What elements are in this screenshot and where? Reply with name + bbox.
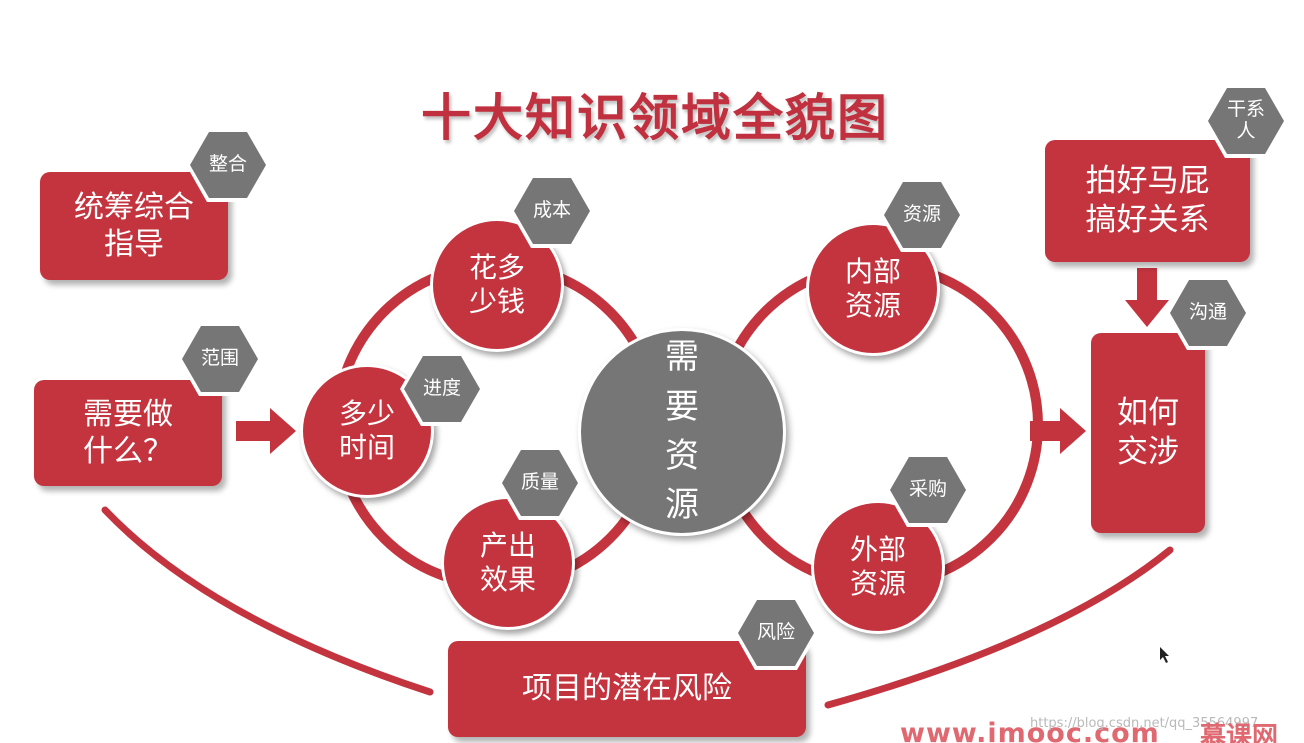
arrow-right-icon bbox=[236, 408, 296, 454]
footer-url[interactable]: www.imooc.com bbox=[900, 718, 1160, 743]
quality-tag: 质量 bbox=[498, 446, 582, 520]
scope-label: 需要做 什么？ bbox=[83, 396, 173, 470]
center-char: 源 bbox=[665, 485, 699, 526]
integration-tag-label: 整合 bbox=[190, 132, 266, 198]
integration-label: 统筹综合 指导 bbox=[74, 189, 194, 263]
procurement-label: 外部 资源 bbox=[849, 533, 906, 600]
stakeholders-tag-label: 干系 人 bbox=[1208, 88, 1284, 154]
resources-circle: 内部 资源 bbox=[806, 222, 940, 356]
arrow-right-icon bbox=[1030, 408, 1086, 454]
watermark: https://blog.csdn.net/qq_35564997 bbox=[1030, 716, 1259, 731]
quality-label: 产出 效果 bbox=[479, 529, 536, 596]
scope-tag-label: 范围 bbox=[182, 326, 258, 392]
risk-tag-label: 风险 bbox=[738, 600, 814, 666]
procurement-tag-label: 采购 bbox=[890, 457, 966, 523]
risk-box: 项目的潜在风险 bbox=[448, 641, 806, 737]
quality-tag-label: 质量 bbox=[502, 450, 578, 516]
communication-label: 如何 交涉 bbox=[1117, 395, 1179, 470]
center-circle: 需 要 资 源 bbox=[578, 328, 786, 536]
center-char: 要 bbox=[665, 386, 699, 427]
scope-tag: 范围 bbox=[178, 322, 262, 396]
resources-tag-label: 资源 bbox=[884, 182, 960, 248]
cursor-icon bbox=[1160, 647, 1169, 663]
communication-tag: 沟通 bbox=[1166, 276, 1250, 350]
scope-box: 需要做 什么？ bbox=[34, 380, 222, 486]
cost-circle: 花多 少钱 bbox=[430, 218, 564, 352]
schedule-label: 多少 时间 bbox=[338, 397, 395, 464]
risk-tag: 风险 bbox=[734, 596, 818, 670]
arrow-down-icon bbox=[1125, 268, 1169, 327]
center-char: 资 bbox=[665, 436, 699, 476]
page-title: 十大知识领域全貌图 bbox=[421, 89, 889, 147]
schedule-tag: 进度 bbox=[400, 352, 484, 426]
stakeholders-label: 拍好马屁 搞好关系 bbox=[1085, 163, 1210, 238]
communication-tag-label: 沟通 bbox=[1170, 280, 1246, 346]
schedule-circle: 多少 时间 bbox=[300, 364, 434, 498]
center-char: 需 bbox=[665, 337, 699, 378]
risk-curve-left bbox=[101, 506, 434, 696]
cost-tag-label: 成本 bbox=[514, 178, 590, 244]
stakeholders-tag: 干系 人 bbox=[1204, 84, 1288, 158]
stakeholders-box: 拍好马屁 搞好关系 bbox=[1045, 140, 1250, 262]
communication-box: 如何 交涉 bbox=[1091, 333, 1205, 533]
risk-label: 项目的潜在风险 bbox=[522, 671, 732, 707]
risk-curve-right bbox=[824, 546, 1174, 709]
cost-label: 花多 少钱 bbox=[468, 251, 525, 318]
footer-logo: 慕课网 bbox=[1200, 722, 1279, 743]
schedule-tag-label: 进度 bbox=[404, 356, 480, 422]
integration-box: 统筹综合 指导 bbox=[40, 172, 228, 280]
resources-label: 内部 资源 bbox=[844, 255, 901, 322]
